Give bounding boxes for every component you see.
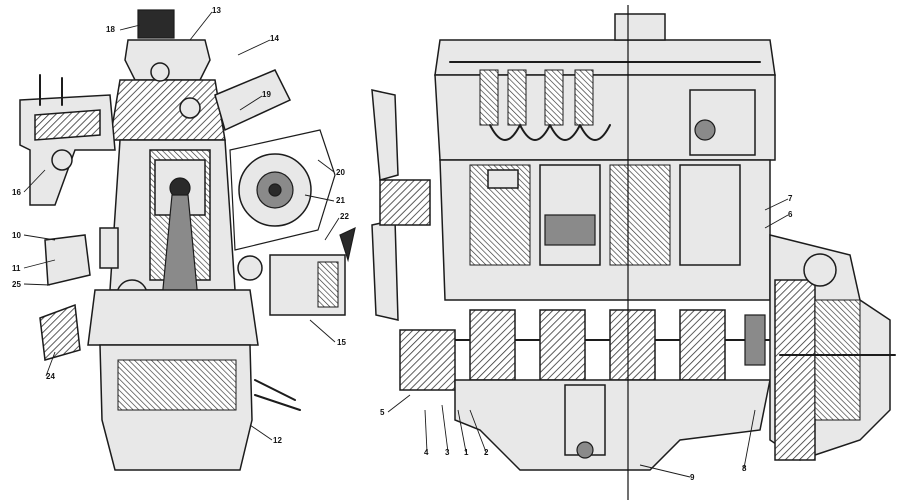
combustion-chambers bbox=[489, 124, 611, 141]
water-pump bbox=[379, 179, 431, 226]
valve-springs bbox=[479, 69, 594, 126]
crank-webs bbox=[469, 309, 766, 381]
callout-7: 7 bbox=[788, 194, 793, 203]
callout-8: 8 bbox=[742, 464, 747, 473]
callout-2: 2 bbox=[484, 448, 489, 457]
cylinder-head bbox=[109, 79, 226, 141]
rocker-shaft bbox=[150, 62, 170, 82]
dipstick-handle bbox=[339, 226, 356, 263]
callout-14: 14 bbox=[270, 34, 279, 43]
piston-long bbox=[544, 214, 596, 246]
callout-6: 6 bbox=[788, 210, 793, 219]
oil-filler-cap bbox=[137, 9, 175, 39]
oil-sump-long bbox=[454, 379, 771, 471]
fan-belt bbox=[229, 129, 336, 251]
callout-20: 20 bbox=[336, 168, 345, 177]
leader-lines bbox=[23, 11, 789, 478]
callout-13: 13 bbox=[212, 6, 221, 15]
clutch-plate bbox=[814, 299, 861, 421]
callout-5: 5 bbox=[380, 408, 385, 417]
piston-crown bbox=[487, 169, 519, 189]
callout-12: 12 bbox=[273, 436, 282, 445]
callout-16: 16 bbox=[12, 188, 21, 197]
flywheel bbox=[774, 279, 816, 461]
callout-9: 9 bbox=[690, 473, 695, 482]
crankcase bbox=[87, 289, 259, 346]
cylinder-3-section bbox=[609, 164, 671, 266]
carburettor-flange bbox=[51, 149, 73, 171]
oil-strainer bbox=[576, 441, 594, 459]
starter-ring-opening bbox=[803, 253, 837, 287]
cylinder-4-section bbox=[679, 164, 741, 266]
longitudinal-section-view bbox=[371, 5, 896, 500]
transverse-section-view bbox=[19, 9, 356, 471]
crank-pulley bbox=[399, 329, 456, 391]
callout-1: 1 bbox=[464, 448, 469, 457]
callout-11: 11 bbox=[12, 264, 21, 273]
distributor bbox=[39, 303, 81, 361]
callout-3: 3 bbox=[445, 448, 450, 457]
callout-24: 24 bbox=[46, 372, 55, 381]
callout-15: 15 bbox=[337, 338, 346, 347]
exhaust-manifold bbox=[214, 69, 292, 132]
callout-21: 21 bbox=[336, 196, 345, 205]
manifold-passage bbox=[34, 109, 101, 141]
callout-19: 19 bbox=[262, 90, 271, 99]
fuel-pump bbox=[44, 234, 91, 286]
oil-filler bbox=[614, 13, 666, 41]
camshaft-lobe bbox=[179, 97, 201, 119]
fan-blade-upper bbox=[371, 89, 399, 181]
callout-18: 18 bbox=[106, 25, 115, 34]
callout-25: 25 bbox=[12, 280, 21, 289]
callout-4: 4 bbox=[424, 448, 429, 457]
fan-blade-lower bbox=[371, 219, 399, 321]
callout-22: 22 bbox=[340, 212, 349, 221]
callout-10: 10 bbox=[12, 231, 21, 240]
